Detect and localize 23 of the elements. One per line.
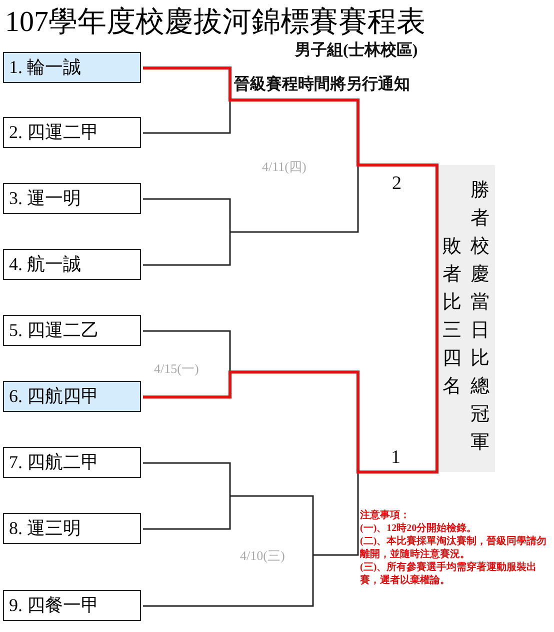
notice-text: 晉級賽程時間將另行通知	[234, 74, 410, 95]
note-text: (一)、12時20分開始檢錄。	[360, 522, 478, 535]
note-text: (三)、所有參賽選手均需穿著運動服裝出賽，遲者以棄權論。	[360, 561, 538, 587]
subtitle: 男子組(士林校區)	[295, 40, 418, 61]
date-label: 4/10(三)	[240, 547, 285, 565]
match-number: 1	[391, 447, 400, 469]
note-text: (二)、本比賽採單淘汰賽制，晉級同學請勿離開，並隨時注意賽況。	[360, 535, 548, 561]
team-box: 9. 四餐一甲	[3, 590, 141, 621]
team-box: 8. 運三明	[3, 513, 141, 544]
team-box: 7. 四航二甲	[3, 447, 141, 478]
match-number: 2	[392, 173, 402, 195]
team-box: 5. 四運二乙	[3, 315, 141, 346]
team-box: 3. 運一明	[3, 183, 141, 214]
title: 107學年度校慶拔河錦標賽賽程表	[5, 5, 426, 40]
team-box: 6. 四航四甲	[3, 381, 141, 412]
vertical-text: 勝者校慶當日比總冠軍	[470, 179, 490, 455]
date-label: 4/11(四)	[262, 158, 306, 176]
team-box: 1. 輪一誠	[3, 52, 141, 83]
team-box: 4. 航一誠	[3, 249, 141, 280]
team-box: 2. 四運二甲	[3, 117, 141, 148]
notes-heading: 注意事項：	[360, 509, 411, 522]
vertical-text: 敗者比三四名	[442, 235, 462, 399]
date-label: 4/15(一)	[154, 360, 199, 378]
